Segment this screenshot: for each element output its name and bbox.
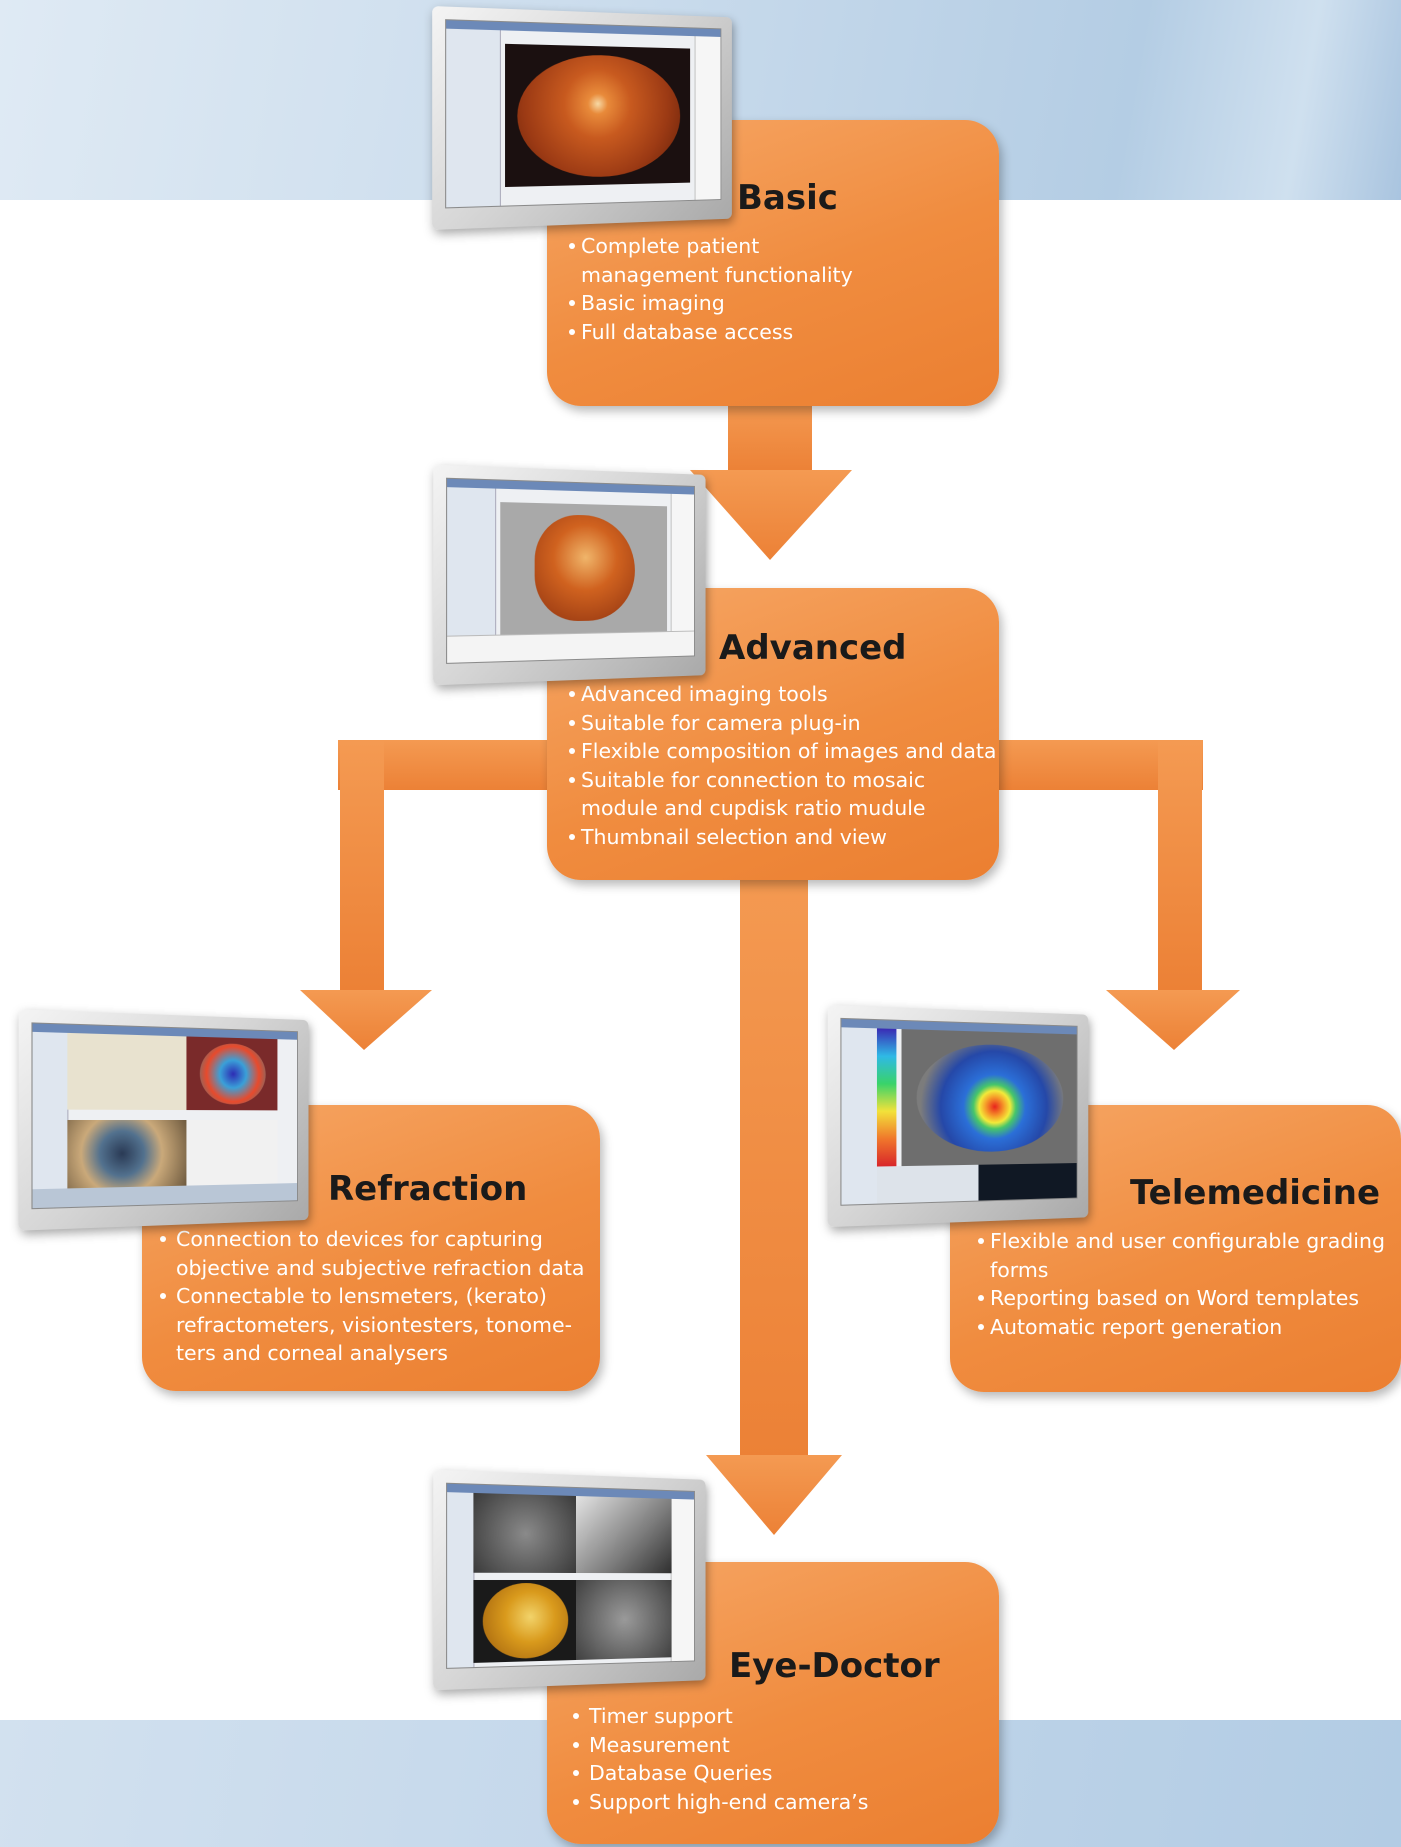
eye-doctor-feature-item: Timer support	[573, 1702, 993, 1731]
eye-doctor-title: Eye-Doctor	[729, 1646, 940, 1686]
advanced-feature-item: Flexible composition of images and data	[569, 737, 997, 766]
telemedicine-feature-item: Flexible and user configurable grading f…	[978, 1227, 1398, 1284]
eye-doctor-feature-item: Support high-end camera’s	[573, 1788, 993, 1817]
basic-feature-item: Basic imaging	[569, 289, 989, 318]
refraction-feature-item: Connectable to lensmeters, (kerato) refr…	[160, 1282, 592, 1368]
eye-doctor-feature-item: Measurement	[573, 1731, 993, 1760]
advanced-feature-item: Advanced imaging tools	[569, 680, 997, 709]
refraction-feature-item: Connection to devices for capturing obje…	[160, 1225, 592, 1282]
arrow-to-eye-doctor	[706, 860, 842, 1535]
refraction-feature-list: Connection to devices for capturing obje…	[160, 1225, 592, 1368]
telemedicine-feature-item: Automatic report generation	[978, 1313, 1398, 1342]
basic-feature-item: Complete patient management functionalit…	[569, 232, 989, 289]
basic-feature-list: Complete patient management functionalit…	[569, 232, 989, 346]
telemedicine-title: Telemedicine	[1130, 1173, 1380, 1213]
basic-feature-item: Full database access	[569, 318, 989, 347]
advanced-title: Advanced	[719, 628, 907, 668]
telemedicine-screenshot	[828, 1005, 1089, 1227]
advanced-feature-list: Advanced imaging tools Suitable for came…	[569, 680, 997, 851]
eye-doctor-feature-list: Timer support Measurement Database Queri…	[573, 1702, 993, 1816]
basic-screenshot	[432, 6, 732, 230]
eye-doctor-screenshot	[433, 1470, 705, 1691]
telemedicine-feature-item: Reporting based on Word templates	[978, 1284, 1398, 1313]
refraction-screenshot	[19, 1009, 309, 1230]
eye-doctor-feature-item: Database Queries	[573, 1759, 993, 1788]
arrow-basic-to-advanced	[690, 400, 852, 560]
refraction-title: Refraction	[328, 1169, 527, 1209]
advanced-feature-item: Thumbnail selection and view	[569, 823, 997, 852]
advanced-screenshot	[433, 465, 705, 686]
telemedicine-feature-list: Flexible and user configurable grading f…	[978, 1227, 1398, 1341]
basic-title: Basic	[737, 178, 838, 218]
advanced-feature-item: Suitable for camera plug-in	[569, 709, 997, 738]
advanced-feature-item: Suitable for connection to mosaic module…	[569, 766, 997, 823]
